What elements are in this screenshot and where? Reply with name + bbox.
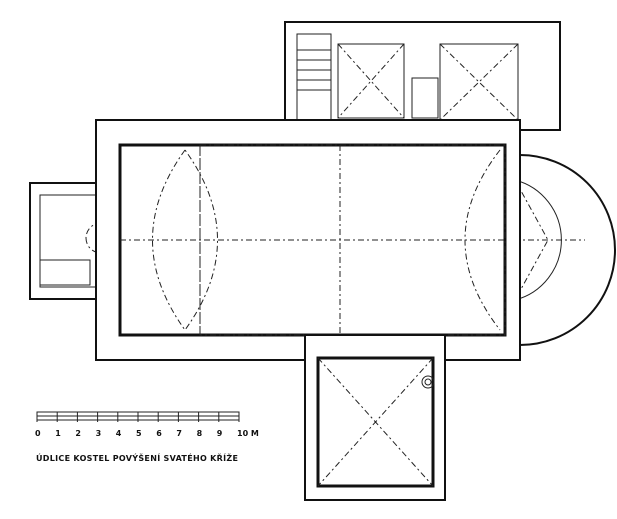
scale-label: 0 [35,429,41,438]
scale-label: 5 [136,429,142,438]
scale-label: 7 [176,429,182,438]
apse [499,154,616,346]
scale-label: 4 [116,429,122,438]
scale-label: 3 [96,429,102,438]
nave [95,119,521,361]
scale-label: 9 [217,429,223,438]
south-porch [304,334,446,501]
scale-bar: 0 1 2 3 4 5 6 7 8 9 10 M [35,411,259,438]
scale-label: 10 M [237,429,259,438]
scale-label: 8 [197,429,203,438]
scale-label: 2 [75,429,81,438]
plan-title: ÚDLICE KOSTEL POVÝŠENÍ SVATÉHO KŘÍŽE [36,454,239,463]
scale-label: 1 [55,429,61,438]
north-annex [284,21,561,131]
scale-label: 6 [156,429,162,438]
